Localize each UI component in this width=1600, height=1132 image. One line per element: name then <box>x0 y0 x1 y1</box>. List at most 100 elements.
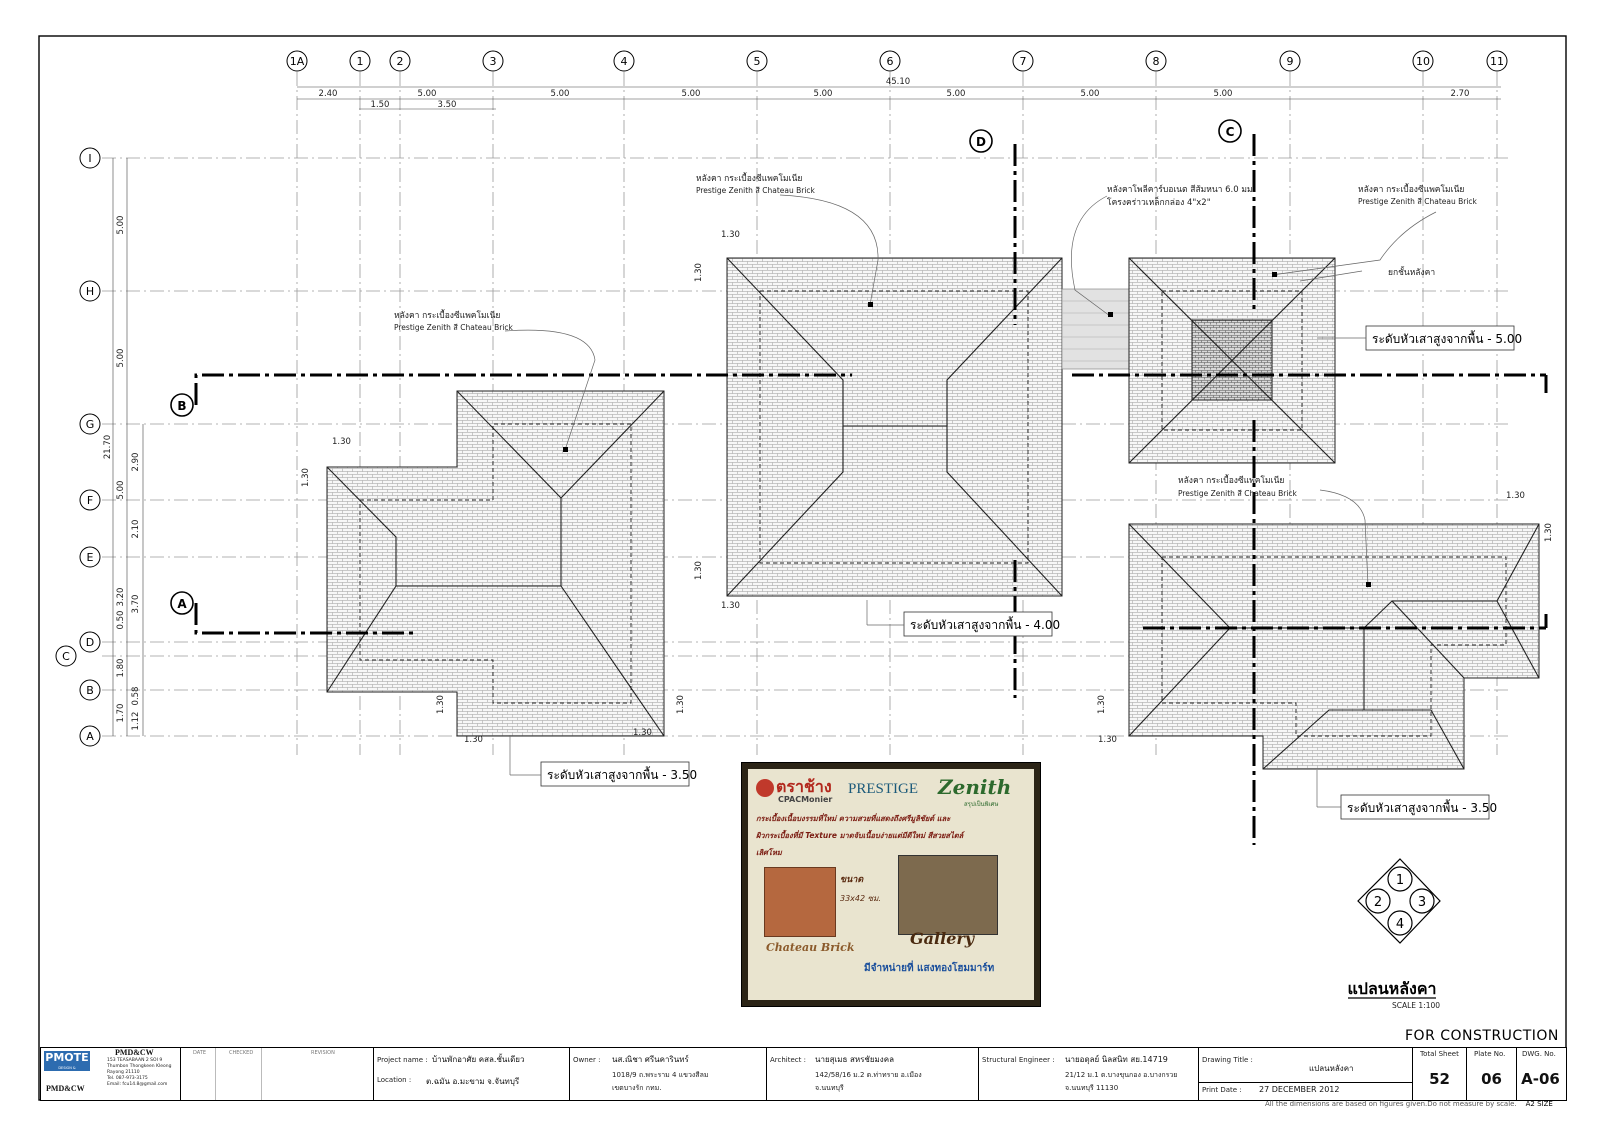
ad-zenith: Zenith <box>938 775 1012 799</box>
ad-size-value: 33x42 ซม. <box>840 894 881 903</box>
offset-dim-v-3: 1.30 <box>694 263 704 282</box>
note-roof-left-th: หลังคา กระเบื้องซีแพคโมเนีย <box>394 309 500 321</box>
section-marker-B <box>170 393 194 417</box>
overall-width: 45.10 <box>886 77 910 87</box>
rev-date-head: DATE <box>193 1050 207 1056</box>
firm-block: PMOTE DESIGN & CONSTRUCTION WORK PMD&CW … <box>41 1048 181 1100</box>
offset-dim-h-3: 1.30 <box>721 230 740 240</box>
offset-dim-h-4: 1.30 <box>721 601 740 611</box>
top-dim-4: 5.00 <box>814 89 833 99</box>
svg-text:ระดับหัวเสาสูงจากพื้น - 5.00: ระดับหัวเสาสูงจากพื้น - 5.00 <box>1372 330 1522 347</box>
ad-line-2: ผิวกระเบื้องที่มี Texture มาดจับเนื้อบง่… <box>756 831 964 840</box>
offset-dim-v-6: 1.30 <box>1544 523 1554 542</box>
grid-bubble-row-H <box>79 280 101 302</box>
key-2: 2 <box>1374 895 1382 910</box>
dwg-value: A-06 <box>1521 1070 1560 1088</box>
grid-bubble-col-9 <box>1279 50 1301 72</box>
title-block: PMOTE DESIGN & CONSTRUCTION WORK PMD&CW … <box>40 1047 1567 1101</box>
section-label-C: C <box>1226 125 1235 139</box>
grid-label-col-1: 1 <box>357 55 364 68</box>
architect-block: Architect : นายสุเมธ สหรชัยมงคล 142/58/1… <box>767 1048 979 1100</box>
section-label-D: D <box>976 135 986 149</box>
note-roof-br-en: Prestige Zenith สี Chateau Brick <box>1178 489 1298 498</box>
offset-dim-h-1: 1.30 <box>464 735 483 745</box>
engineer-addr2: จ.นนทบุรี 11130 <box>1065 1084 1119 1092</box>
left-dim-inner-9: 1.12 <box>131 712 141 731</box>
owner-addr1: 1018/9 ถ.พระราม 4 แขวงสีลม <box>612 1071 709 1079</box>
grid-bubble-row-A <box>79 725 101 747</box>
total-sheet-value: 52 <box>1429 1070 1450 1088</box>
owner-addr2: เขตบางรัก กทม. <box>612 1084 662 1092</box>
print-date-label: Print Date : <box>1202 1086 1242 1094</box>
key-4: 4 <box>1396 917 1404 932</box>
left-dim-inner-3: 3.20 <box>116 588 126 607</box>
grid-bubble-col-3 <box>482 50 504 72</box>
offset-dim-h-2: 1.30 <box>633 728 652 738</box>
drawing-title-label: Drawing Title : <box>1202 1056 1253 1064</box>
section-marker-D <box>969 129 993 153</box>
offset-dim-h-6: 1.30 <box>1506 491 1525 501</box>
rev-revision-head: REVISION <box>311 1050 335 1056</box>
left-dim-inner-0: 2.90 <box>131 453 141 472</box>
product-ad-panel: ตราช้าง CPACMonier PRESTIGE Zenith สรุปเ… <box>741 762 1041 1007</box>
left-dim-inner-2: 2.10 <box>131 520 141 539</box>
grid-label-col-1A: 1A <box>290 55 305 68</box>
grid-bubble-row-D <box>79 631 101 653</box>
grid-label-row-A: A <box>86 730 94 743</box>
roof-left <box>326 390 665 737</box>
sub-dim-1: 3.50 <box>438 100 457 110</box>
left-dim-inner-7: 1.70 <box>116 704 126 723</box>
top-dim-0: 2.40 <box>319 89 338 99</box>
grid-label-col-4: 4 <box>621 55 628 68</box>
top-dim-7: 5.00 <box>1214 89 1233 99</box>
owner-value: นส.ณิชา ศรีนคารินทร์ <box>612 1055 689 1064</box>
grid-bubble-col-1 <box>349 50 371 72</box>
grid-label-row-F: F <box>87 494 93 507</box>
top-dim-5: 5.00 <box>947 89 966 99</box>
left-dim-inner-6: 1.80 <box>116 659 126 678</box>
roof-top-right <box>1128 257 1336 464</box>
grid-label-col-2: 2 <box>397 55 404 68</box>
note-ridge: ยกชั้นหลังคา <box>1388 266 1435 278</box>
footer-note: All the dimensions are based on figures … <box>1265 1100 1553 1108</box>
ad-gallery-photo <box>898 855 998 935</box>
ad-gallery-label: Gallery <box>910 929 975 948</box>
engineer-label: Structural Engineer : <box>982 1056 1055 1064</box>
architect-addr2: จ.นนทบุรี <box>815 1084 844 1092</box>
grid-bubble-col-8 <box>1145 50 1167 72</box>
firm-email: Email: fcu14.8@gmail.com <box>107 1082 168 1087</box>
firm-logo: PMOTE DESIGN & CONSTRUCTION WORK <box>44 1051 90 1075</box>
grid-label-row-G: G <box>86 418 95 431</box>
grid-bubble-row-B <box>79 679 101 701</box>
left-dim-inner-5: 0.50 <box>116 611 126 630</box>
section-label-B: B <box>177 399 186 413</box>
engineer-addr1: 21/12 ม.1 ต.บางขุนกอง อ.บางกรวย <box>1065 1071 1178 1079</box>
plate-cell: Plate No. 06 <box>1467 1048 1517 1100</box>
top-dim-8: 2.70 <box>1451 89 1470 99</box>
plan-scale: SCALE 1:100 <box>1392 1001 1440 1010</box>
ad-size-label: ขนาด <box>840 875 864 885</box>
grid-label-col-11: 11 <box>1490 55 1504 68</box>
owner-label: Owner : <box>573 1056 601 1064</box>
firm-addr3: Rayong 21110 <box>107 1070 140 1075</box>
firm-addr2: Thumbon Thongkeen Kleong <box>107 1064 172 1069</box>
grid-bubble-col-4 <box>613 50 635 72</box>
ad-zenith-sub: สรุปเป็นพิเศษ <box>964 801 999 808</box>
ad-dealer: มีจำหน่ายที่ แสงทองโฮมมาร์ท <box>864 963 995 974</box>
grid-bubble-row-E <box>79 546 101 568</box>
owner-block: Owner : นส.ณิชา ศรีนคารินทร์ 1018/9 ถ.พร… <box>570 1048 767 1100</box>
offset-dim-v-1: 1.30 <box>436 695 446 714</box>
grid-label-col-5: 5 <box>754 55 761 68</box>
architect-label: Architect : <box>770 1056 806 1064</box>
architect-addr1: 142/58/16 ม.2 ต.ท่าทราย อ.เมือง <box>815 1071 922 1079</box>
grid-label-col-7: 7 <box>1020 55 1027 68</box>
roof-center <box>726 257 1063 597</box>
note-roof-tr-en: Prestige Zenith สี Chateau Brick <box>1358 197 1478 206</box>
top-dim-3: 5.00 <box>682 89 701 99</box>
grid-bubble-row-F <box>79 489 101 511</box>
note-poly-th: หลังคาโพลีคาร์บอเนต สีส้มหนา 6.0 มม. <box>1107 184 1255 195</box>
drawing-title-block: Drawing Title : แปลนหลังคา Print Date : … <box>1199 1048 1413 1100</box>
rev-checked-head: CHECKED <box>229 1050 254 1056</box>
grid-label-col-8: 8 <box>1153 55 1160 68</box>
